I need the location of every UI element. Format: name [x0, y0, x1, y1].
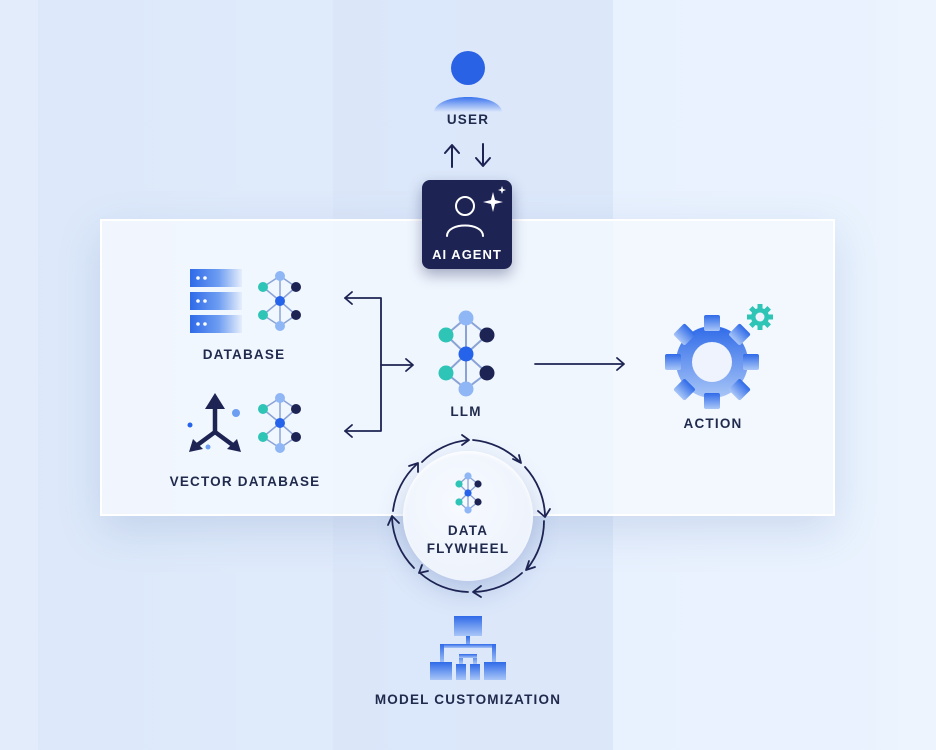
retrieval-bracket: [344, 291, 414, 438]
agent-sparkle-icon: [446, 186, 506, 237]
model-customization-label: MODEL CUSTOMIZATION: [374, 692, 562, 707]
vector-database-label: VECTOR DATABASE: [169, 474, 321, 489]
ai-agent-node[interactable]: AI AGENT: [422, 180, 512, 269]
llm-label: LLM: [450, 404, 482, 419]
flywheel-label-line2: FLYWHEEL: [426, 541, 510, 556]
user-label: USER: [446, 112, 490, 127]
user-agent-arrows: [444, 143, 491, 168]
agent-label: AI AGENT: [432, 247, 502, 262]
llm-action-arrow: [534, 357, 625, 371]
database-label: DATABASE: [202, 347, 286, 362]
action-label: ACTION: [683, 416, 743, 431]
flywheel-label-line1: DATA: [447, 523, 489, 538]
